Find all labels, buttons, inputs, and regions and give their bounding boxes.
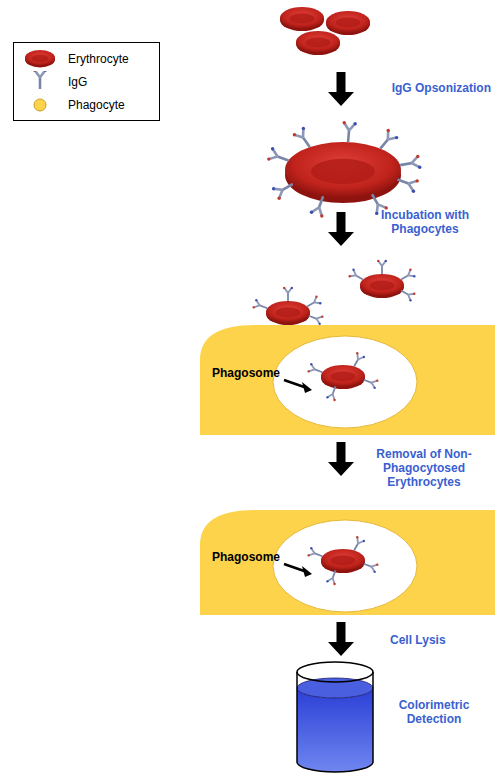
igg-antibody xyxy=(33,71,47,89)
step-label: Cell Lysis xyxy=(390,633,446,647)
leader-arrowhead xyxy=(302,382,312,393)
phagocyte-swatch xyxy=(14,94,62,116)
igg-antibody xyxy=(309,315,324,325)
phagocyte-cell xyxy=(200,510,495,615)
step-label: Removal of Non-Phagocytosed Erythrocytes xyxy=(362,447,486,489)
erythrocyte xyxy=(326,11,370,35)
erythrocyte xyxy=(285,142,401,203)
step-arrow xyxy=(328,212,354,246)
igg-antibody xyxy=(364,563,379,573)
erythrocyte xyxy=(25,50,55,67)
step-arrow xyxy=(328,622,354,656)
phagocyte-cell xyxy=(200,325,495,435)
step-arrow xyxy=(328,442,354,476)
legend-text: IgG xyxy=(68,75,87,89)
erythrocyte xyxy=(321,365,365,389)
phagosome xyxy=(273,336,417,428)
igg-antibody xyxy=(349,268,363,279)
igg-antibody xyxy=(400,155,421,169)
igg-antibody xyxy=(401,268,415,279)
igg-antibody xyxy=(267,147,288,161)
igg-icon xyxy=(14,71,62,93)
igg-antibody xyxy=(326,386,336,401)
erythrocyte xyxy=(360,274,404,298)
igg-antibody xyxy=(380,129,398,149)
igg-antibody xyxy=(401,291,415,302)
phagosome-label: Phagosome xyxy=(212,550,280,564)
igg-antibody xyxy=(308,547,323,557)
legend-row: Phagocyte xyxy=(14,93,159,116)
erythrocyte xyxy=(266,301,310,325)
beaker xyxy=(297,662,373,772)
igg-antibody xyxy=(354,536,365,550)
igg-antibody xyxy=(307,295,321,306)
igg-antibody xyxy=(364,379,379,389)
erythrocyte-icon xyxy=(14,48,62,70)
igg-antibody xyxy=(283,287,293,301)
step-label: Incubation with Phagocytes xyxy=(366,208,484,236)
igg-antibody xyxy=(272,184,293,200)
legend-row: Erythrocyte xyxy=(14,47,159,70)
igg-antibody xyxy=(293,127,310,147)
phagosome-label: Phagosome xyxy=(212,366,280,380)
igg-antibody xyxy=(308,363,323,373)
igg-antibody xyxy=(326,570,336,585)
igg-antibody xyxy=(310,196,324,217)
step-arrow xyxy=(328,72,354,106)
erythrocyte xyxy=(296,31,340,55)
legend-text: Phagocyte xyxy=(68,98,125,112)
phagocyte-swatch xyxy=(34,99,46,111)
step-label: Colorimetric Detection xyxy=(384,698,484,726)
leader-arrowhead xyxy=(302,566,312,577)
legend-text: Erythrocyte xyxy=(68,52,129,66)
erythrocyte xyxy=(280,7,324,31)
igg-antibody xyxy=(253,299,268,309)
igg-antibody xyxy=(398,179,419,193)
phagosome xyxy=(273,520,417,612)
legend-box: ErythrocyteIgG Phagocyte xyxy=(13,42,160,121)
igg-antibody xyxy=(354,352,365,366)
legend-row: IgG xyxy=(14,70,159,93)
igg-antibody xyxy=(343,121,357,142)
igg-antibody xyxy=(377,260,387,274)
step-label: IgG Opsonization xyxy=(392,81,491,95)
erythrocyte xyxy=(321,549,365,573)
